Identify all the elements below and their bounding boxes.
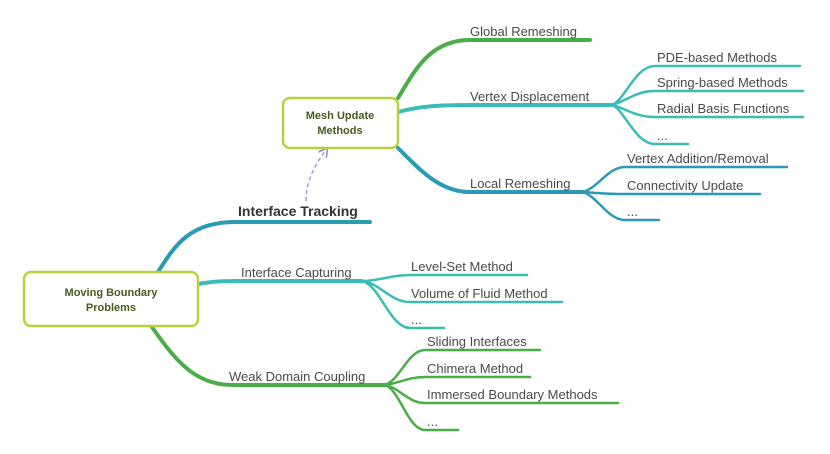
- vd-more-label[interactable]: ...: [657, 128, 668, 143]
- root-node[interactable]: Moving Boundary Problems: [22, 270, 200, 328]
- wdc-more-label[interactable]: ...: [427, 414, 438, 429]
- ic-more-label[interactable]: ...: [411, 312, 422, 327]
- lr-more-label[interactable]: ...: [627, 204, 638, 219]
- branch-vd-more: [610, 103, 690, 146]
- radial-basis-label[interactable]: Radial Basis Functions: [657, 101, 790, 116]
- branch-lr-more: [581, 190, 661, 222]
- pde-based-label[interactable]: PDE-based Methods: [657, 50, 777, 65]
- branch-vertex-displacement: [396, 103, 614, 114]
- branch-ic-more: [360, 279, 446, 330]
- branch-chimera: [383, 375, 532, 387]
- branch-local-remeshing: [396, 146, 585, 194]
- root-label-line1: Moving Boundary: [65, 287, 159, 299]
- mesh-update-label-line2: Methods: [317, 125, 362, 137]
- spring-based-label[interactable]: Spring-based Methods: [657, 75, 788, 90]
- local-remeshing-label[interactable]: Local Remeshing: [470, 176, 570, 191]
- global-remeshing-label[interactable]: Global Remeshing: [470, 24, 577, 39]
- branch-vertex-addition: [581, 165, 789, 194]
- vertex-displacement-label[interactable]: Vertex Displacement: [470, 89, 590, 104]
- branch-global-remeshing: [396, 38, 592, 100]
- branch-spring-based: [610, 89, 805, 107]
- branch-sliding-interfaces: [383, 348, 542, 387]
- connectivity-update-label[interactable]: Connectivity Update: [627, 178, 743, 193]
- sliding-interfaces-label[interactable]: Sliding Interfaces: [427, 334, 527, 349]
- mesh-update-label-line1: Mesh Update: [306, 110, 374, 122]
- mesh-update-node[interactable]: Mesh Update Methods: [281, 96, 400, 150]
- interface-capturing-label[interactable]: Interface Capturing: [241, 265, 352, 280]
- branch-connectivity-update: [581, 190, 762, 196]
- immersed-boundary-label[interactable]: Immersed Boundary Methods: [427, 387, 598, 402]
- interface-tracking-label[interactable]: Interface Tracking: [238, 203, 358, 219]
- root-label-line2: Problems: [86, 302, 136, 314]
- branch-weak-domain-coupling: [150, 325, 387, 387]
- branch-interface-tracking: [156, 220, 372, 274]
- vertex-addition-label[interactable]: Vertex Addition/Removal: [627, 151, 769, 166]
- volume-of-fluid-label[interactable]: Volume of Fluid Method: [411, 286, 548, 301]
- branch-wdc-more: [383, 383, 460, 432]
- level-set-label[interactable]: Level-Set Method: [411, 259, 513, 274]
- branch-level-set: [360, 273, 529, 283]
- branch-interface-capturing: [196, 279, 364, 286]
- chimera-label[interactable]: Chimera Method: [427, 361, 523, 376]
- weak-domain-coupling-label[interactable]: Weak Domain Coupling: [229, 369, 365, 384]
- dashed-arrow: [305, 150, 326, 202]
